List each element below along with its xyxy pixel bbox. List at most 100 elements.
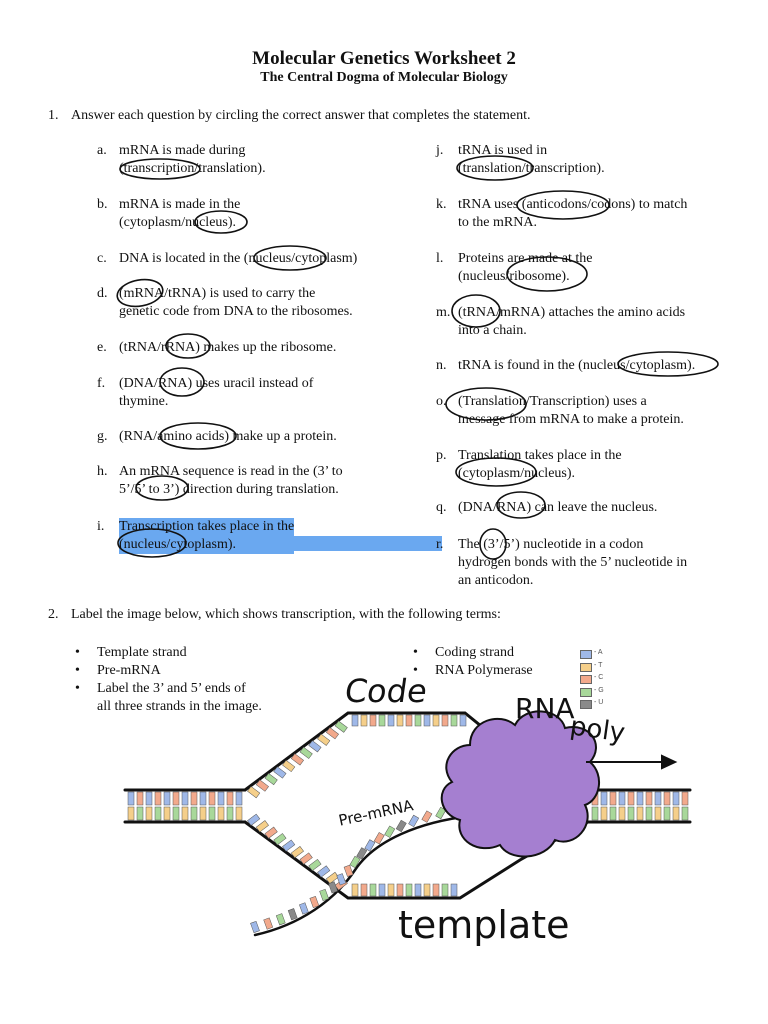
nucleotide-base	[235, 806, 243, 821]
nucleotide-base	[299, 852, 313, 865]
nucleotide-base	[395, 819, 407, 833]
bullet-icon: •	[75, 645, 80, 660]
item-line: mRNA is made during	[119, 143, 246, 158]
term-text: Coding strand	[435, 644, 514, 662]
nucleotide-base	[172, 806, 180, 821]
nucleotide-base	[681, 791, 689, 806]
nucleotide-base	[609, 806, 617, 821]
nucleotide-base	[282, 839, 296, 852]
nucleotide-base	[325, 871, 339, 884]
nucleotide-base	[172, 791, 180, 806]
nucleotide-base	[356, 847, 368, 860]
nucleotide-base	[343, 864, 354, 877]
legend-label: - T	[594, 661, 603, 669]
nucleotide-base	[654, 791, 662, 806]
nucleotide-base	[127, 806, 135, 821]
legend-label: - C	[594, 674, 604, 681]
item-letter: b.	[97, 197, 108, 212]
nucleotide-base	[360, 883, 368, 897]
nucleotide-base	[308, 740, 322, 753]
item-letter: d.	[97, 286, 108, 301]
legend-swatch	[580, 675, 592, 684]
item-line: an anticodon.	[458, 573, 534, 588]
nucleotide-base	[423, 883, 431, 897]
legend-swatch	[580, 700, 592, 709]
nucleotide-base	[199, 791, 207, 806]
nucleotide-base	[387, 714, 395, 727]
nucleotide-base	[136, 791, 144, 806]
nucleotide-base	[441, 883, 449, 897]
nucleotide-base	[672, 791, 680, 806]
nucleotide-base	[290, 846, 304, 859]
nucleotide-base	[181, 806, 189, 821]
nucleotide-base	[255, 820, 269, 833]
nucleotide-base	[364, 839, 376, 852]
nucleotide-base	[145, 791, 153, 806]
question-1-number: 1.	[48, 108, 59, 123]
item-letter: l.	[436, 251, 444, 266]
nucleotide-base	[450, 714, 458, 727]
legend-swatch	[580, 650, 592, 659]
nucleotide-base	[627, 806, 635, 821]
nucleotide-base	[190, 791, 198, 806]
rna-polymerase-shape	[440, 710, 600, 858]
nucleotide-base	[235, 791, 243, 806]
nucleotide-base	[190, 806, 198, 821]
nucleotide-base	[645, 791, 653, 806]
nucleotide-base	[247, 813, 261, 826]
nucleotide-base	[299, 902, 309, 915]
nucleotide-base	[384, 825, 396, 838]
question-2-prompt: Label the image below, which shows trans…	[71, 607, 501, 622]
nucleotide-base	[373, 832, 385, 845]
nucleotide-base	[663, 806, 671, 821]
term-line: Coding strand	[435, 645, 514, 660]
nucleotide-base	[618, 791, 626, 806]
item-letter: i.	[97, 519, 105, 534]
nucleotide-base	[450, 883, 458, 897]
nucleotide-base	[309, 895, 320, 909]
nucleotide-base	[181, 791, 189, 806]
bullet-icon: •	[413, 663, 418, 678]
nucleotide-base	[154, 791, 162, 806]
nucleotide-base	[396, 883, 404, 897]
term-line: all three strands in the image.	[97, 699, 262, 714]
nucleotide-base	[163, 791, 171, 806]
nucleotide-base	[369, 883, 377, 897]
bullet-icon: •	[75, 681, 80, 696]
handwritten-template-label: template	[398, 903, 570, 947]
nucleotide-base	[299, 746, 313, 759]
item-line: tRNA is used in	[458, 143, 548, 158]
term-line: RNA Polymerase	[435, 663, 533, 678]
nucleotide-base	[264, 772, 278, 786]
nucleotide-base	[421, 810, 433, 823]
nucleotide-base	[351, 714, 359, 727]
term-text: Pre-mRNA	[97, 662, 161, 680]
legend-label: - A	[594, 649, 603, 656]
item-letter: c.	[97, 251, 107, 266]
item-letter: m.	[436, 305, 451, 320]
item-line: mRNA is made in the	[119, 197, 241, 212]
nucleotide-base	[226, 806, 234, 821]
nucleotide-base	[435, 806, 447, 820]
nucleotide-base	[208, 791, 216, 806]
nucleotide-base	[282, 759, 296, 773]
nucleotide-base	[275, 913, 286, 926]
item-line: (tRNA/mRNA) attaches the amino acids	[458, 305, 686, 320]
nucleotide-base	[378, 714, 386, 727]
nucleotide-base	[351, 883, 359, 897]
nucleotide-base	[408, 814, 420, 828]
nucleotide-base	[247, 786, 261, 799]
nucleotide-base	[136, 806, 144, 821]
item-letter: a.	[97, 143, 107, 158]
nucleotide-base	[405, 714, 413, 727]
bullet-icon: •	[75, 663, 80, 678]
nucleotide-base	[273, 833, 287, 846]
nucleotide-base	[264, 826, 278, 839]
nucleotide-base	[600, 791, 608, 806]
nucleotide-base	[217, 806, 225, 821]
bullet-icon: •	[413, 645, 418, 660]
nucleotide-base	[645, 806, 653, 821]
